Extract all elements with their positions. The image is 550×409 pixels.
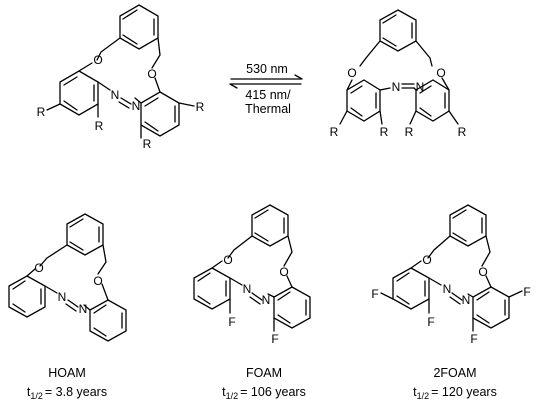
halflife-subscript: 1/2 [226, 391, 239, 401]
2foam-structure: O O N N F F F F [371, 204, 531, 346]
right-aryl-ring [89, 299, 127, 342]
halflife-text: t1/2= 120 years [413, 385, 497, 401]
r-group-label: R [95, 119, 104, 133]
halflife-value: = 106 years [240, 385, 306, 399]
caption-hoam: HOAM t1/2= 3.8 years [27, 366, 107, 401]
compound-name: HOAM [48, 366, 86, 380]
left-aryl-ring [346, 79, 381, 122]
left-aryl-ring [193, 267, 231, 310]
oxygen-label: O [93, 274, 102, 288]
equilibrium-arrows: 530 nm 415 nm/ Thermal [229, 62, 303, 116]
compound-name: 2FOAM [433, 366, 476, 380]
r-group-label: R [143, 137, 152, 151]
left-aryl-ring [59, 70, 99, 116]
compound-name: FOAM [246, 366, 282, 380]
halflife-symbol: t [413, 385, 417, 399]
reverse-light-label: 415 nm/ [245, 88, 291, 102]
oxygen-label: O [422, 253, 431, 267]
r-group-label: R [37, 105, 46, 119]
r-group-label: R [405, 125, 414, 139]
halflife-symbol: t [222, 385, 226, 399]
benzene-bridge-ring [379, 9, 417, 52]
r-group-label: R [380, 125, 389, 139]
nitrogen-label: N [132, 99, 141, 113]
fluorine-label: F [523, 285, 530, 299]
right-aryl-ring [273, 286, 311, 329]
halflife-symbol: t [27, 385, 31, 399]
caption-2foam: 2FOAM t1/2= 120 years [413, 366, 497, 401]
foam-structure: O O N N F F [193, 204, 311, 346]
left-aryl-ring [8, 275, 46, 318]
caption-foam: FOAM t1/2= 106 years [222, 366, 306, 401]
nitrogen-label: N [79, 302, 88, 316]
trans-isomer-R: O O N N R R R R [37, 4, 205, 151]
left-aryl-ring [392, 267, 430, 310]
nitrogen-label: N [111, 88, 120, 102]
forward-light-label: 530 nm [246, 62, 288, 76]
benzene-bridge-ring [66, 213, 104, 256]
nitrogen-label: N [443, 282, 452, 296]
nitrogen-label: N [416, 80, 425, 94]
thermal-label: Thermal [245, 102, 291, 116]
halflife-text: t1/2= 3.8 years [27, 385, 107, 401]
benzene-bridge-ring [119, 4, 159, 50]
r-group-label: R [196, 100, 205, 114]
right-aryl-ring [140, 91, 180, 137]
oxygen-label: O [436, 66, 445, 80]
oxygen-label: O [279, 265, 288, 279]
nitrogen-label: N [392, 80, 401, 94]
halflife-text: t1/2= 106 years [222, 385, 306, 401]
oxygen-label: O [478, 265, 487, 279]
nitrogen-label: N [58, 290, 67, 304]
oxygen-label: O [147, 67, 156, 81]
oxygen-label: O [34, 261, 43, 275]
oxygen-label: O [223, 253, 232, 267]
right-aryl-ring [472, 286, 510, 329]
fluorine-label: F [427, 315, 434, 329]
r-group-label: R [330, 125, 339, 139]
oxygen-label: O [347, 66, 356, 80]
nitrogen-label: N [243, 282, 252, 296]
benzene-bridge-ring [251, 204, 289, 247]
halflife-subscript: 1/2 [417, 391, 430, 401]
fluorine-label: F [271, 332, 278, 346]
fluorine-label: F [228, 315, 235, 329]
cis-isomer-R: O O N N R R R R [330, 9, 467, 139]
benzene-bridge-ring [449, 204, 487, 247]
nitrogen-label: N [462, 293, 471, 307]
halflife-value: = 3.8 years [45, 385, 107, 399]
halflife-value: = 120 years [431, 385, 497, 399]
fluorine-label: F [470, 332, 477, 346]
halflife-subscript: 1/2 [30, 391, 43, 401]
fluorine-label: F [371, 287, 378, 301]
r-group-label: R [458, 125, 467, 139]
oxygen-label: O [93, 53, 102, 67]
hoam-structure: O O N N [8, 213, 127, 342]
nitrogen-label: N [262, 293, 271, 307]
